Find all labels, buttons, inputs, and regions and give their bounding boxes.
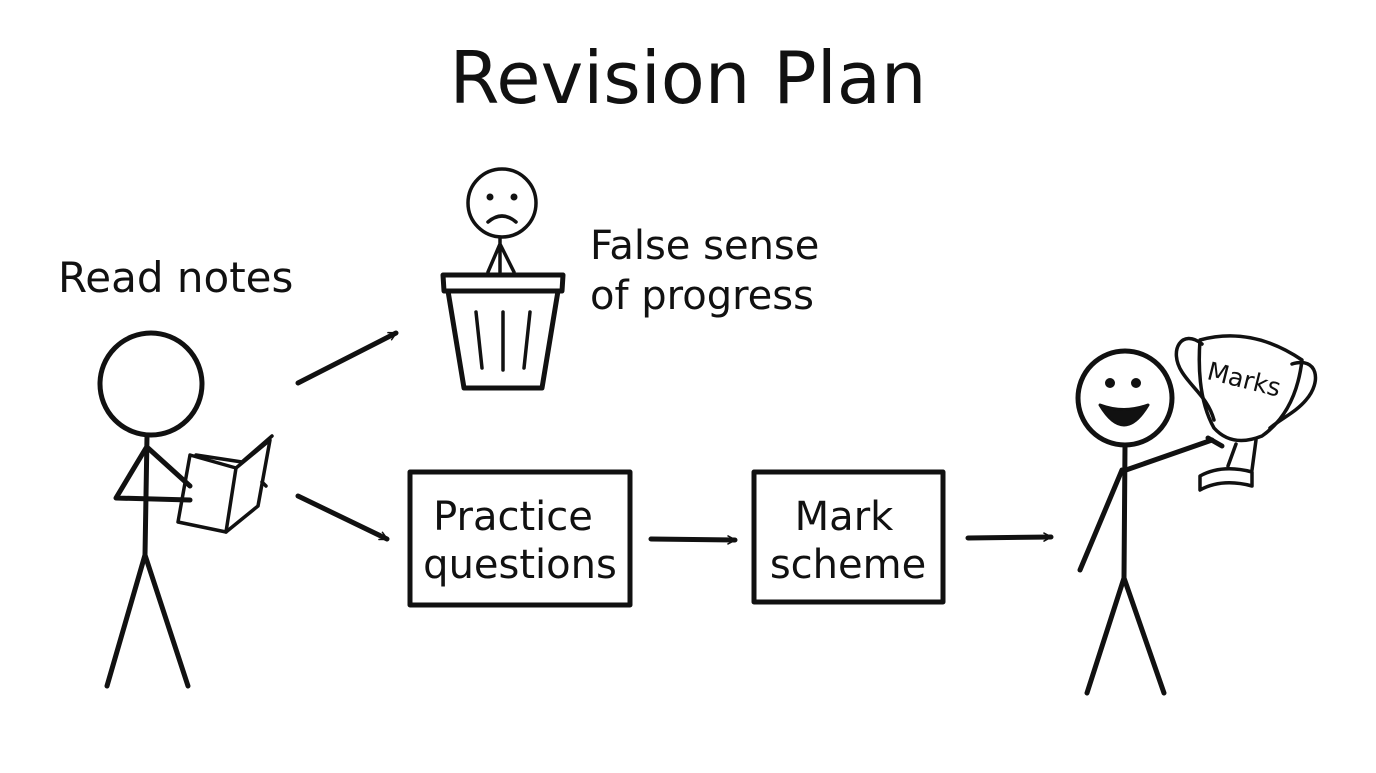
practice-questions-label-line2: questions bbox=[423, 542, 617, 588]
happy-stick-figure: Marks bbox=[1075, 334, 1318, 696]
trash-can-icon bbox=[440, 272, 566, 391]
sad-figure-in-bin bbox=[440, 167, 566, 391]
practice-questions-label-line1: Practice bbox=[433, 494, 593, 540]
arrow-read-to-practice bbox=[295, 493, 390, 542]
practice-questions-node: Practice questions bbox=[407, 469, 633, 608]
reader-left-leg bbox=[104, 552, 148, 689]
reader-left-arm bbox=[113, 445, 193, 503]
reader-right-leg bbox=[142, 552, 191, 689]
reader-body bbox=[142, 433, 150, 558]
sad-face-icon bbox=[466, 167, 538, 239]
mark-scheme-label-line1: Mark bbox=[795, 494, 894, 540]
reader-head bbox=[97, 330, 205, 438]
happy-left-leg bbox=[1084, 575, 1127, 696]
arrow-mark-scheme-to-success bbox=[965, 532, 1054, 542]
trophy-label: Marks bbox=[1204, 356, 1283, 402]
open-book-icon bbox=[176, 434, 274, 534]
read-notes-label: Read notes bbox=[58, 253, 293, 302]
trophy-icon: Marks bbox=[1174, 334, 1318, 492]
false-progress-label-line2: of progress bbox=[590, 273, 814, 319]
happy-face-icon bbox=[1075, 348, 1175, 448]
mark-scheme-box bbox=[751, 469, 946, 605]
mark-scheme-label-line2: scheme bbox=[770, 542, 926, 588]
happy-smile bbox=[1098, 403, 1150, 427]
reader-right-arm bbox=[145, 445, 193, 489]
practice-questions-box bbox=[407, 469, 633, 608]
happy-left-arm bbox=[1077, 467, 1125, 573]
sad-body bbox=[486, 236, 516, 274]
diagram-title: Revision Plan bbox=[450, 36, 927, 120]
happy-right-arm bbox=[1123, 437, 1215, 473]
happy-body bbox=[1121, 443, 1128, 581]
arrow-practice-to-mark-scheme bbox=[648, 535, 738, 545]
arrow-read-to-false-progress bbox=[295, 330, 399, 386]
reader-stick-figure bbox=[97, 330, 274, 689]
flow-arrows bbox=[295, 330, 1054, 545]
happy-left-eye bbox=[1105, 378, 1115, 388]
happy-right-eye bbox=[1131, 378, 1141, 388]
sad-mouth bbox=[486, 214, 518, 224]
happy-right-leg bbox=[1121, 575, 1167, 696]
false-progress-label-line1: False sense bbox=[590, 223, 819, 269]
mark-scheme-node: Mark scheme bbox=[751, 469, 946, 605]
sad-left-eye bbox=[486, 193, 494, 201]
sad-right-eye bbox=[510, 193, 518, 201]
